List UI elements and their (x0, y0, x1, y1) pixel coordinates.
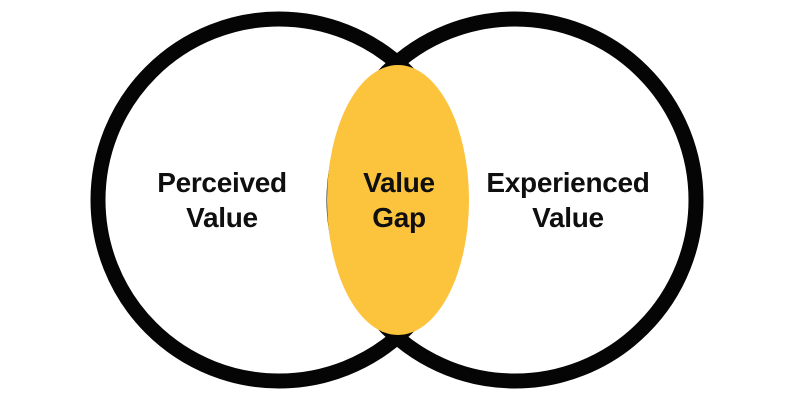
overlap-ellipse (327, 65, 469, 335)
right-circle-label: Experienced Value (486, 165, 650, 235)
left-circle-label-line2: Value (186, 202, 258, 233)
left-circle-label: Perceived Value (157, 165, 287, 235)
right-circle-label-line2: Value (532, 202, 604, 233)
overlap-label-line1: Value (363, 167, 435, 198)
right-circle-label-line1: Experienced (486, 167, 650, 198)
overlap-label-line2: Gap (372, 202, 426, 233)
overlap-label: Value Gap (363, 165, 435, 235)
left-circle-label-line1: Perceived (157, 167, 287, 198)
